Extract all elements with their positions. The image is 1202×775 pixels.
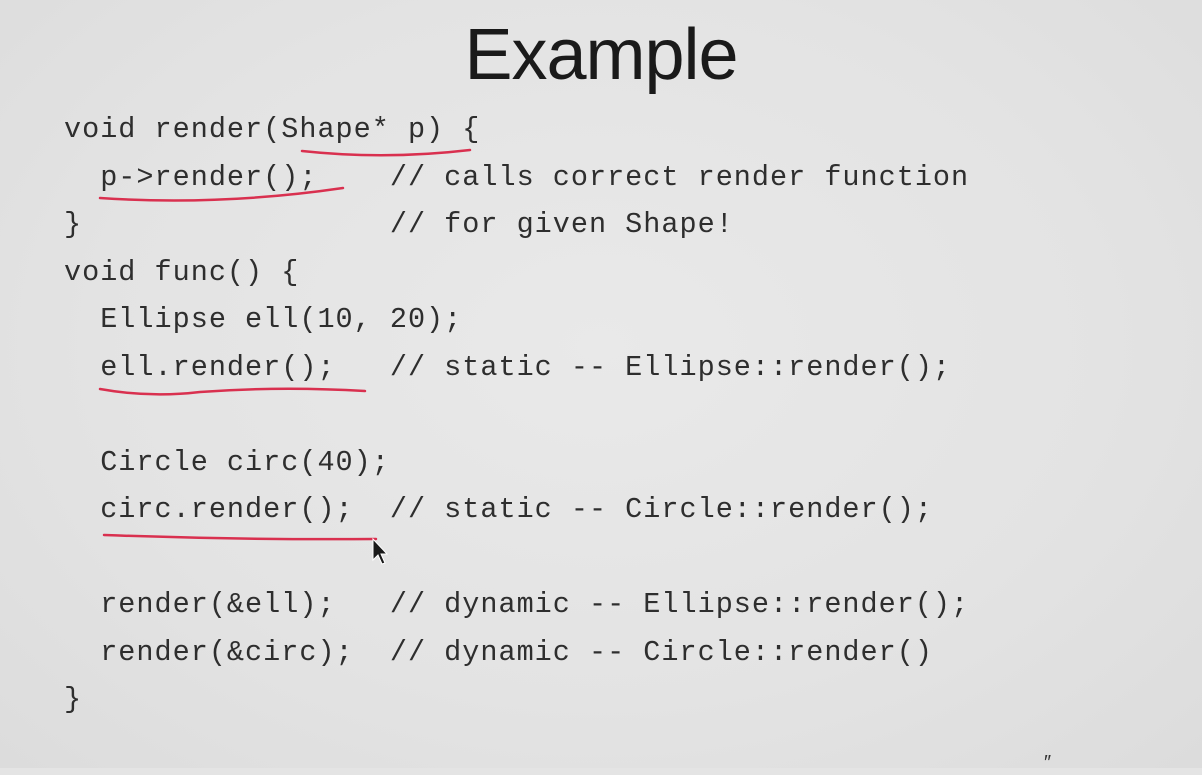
code-line-func-signature: void func() { xyxy=(64,256,300,289)
slide-title: Example xyxy=(464,15,738,95)
code-line-render-signature: void render(Shape* p) { xyxy=(64,113,481,146)
code-line-render-ell: render(&ell); // dynamic -- Ellipse::ren… xyxy=(64,588,970,621)
code-line-render-close: } // for given Shape! xyxy=(64,208,734,241)
underline-circ-render xyxy=(102,533,378,541)
corner-mark: ″ xyxy=(1044,752,1052,774)
code-line-circle-decl: Circle circ(40); xyxy=(64,446,390,479)
code-line-func-close: } xyxy=(64,683,83,716)
code-line-virtual-call: p->render(); // calls correct render fun… xyxy=(64,161,970,194)
underline-shape-param xyxy=(300,148,472,157)
mouse-cursor-icon xyxy=(371,537,389,571)
code-line-circ-render: circ.render(); // static -- Circle::rend… xyxy=(64,493,933,526)
code-line-ell-render: ell.render(); // static -- Ellipse::rend… xyxy=(64,351,952,384)
code-line-render-circ: render(&circ); // dynamic -- Circle::ren… xyxy=(64,636,933,669)
underline-ell-render xyxy=(98,387,367,396)
code-line-ellipse-decl: Ellipse ell(10, 20); xyxy=(64,303,463,336)
